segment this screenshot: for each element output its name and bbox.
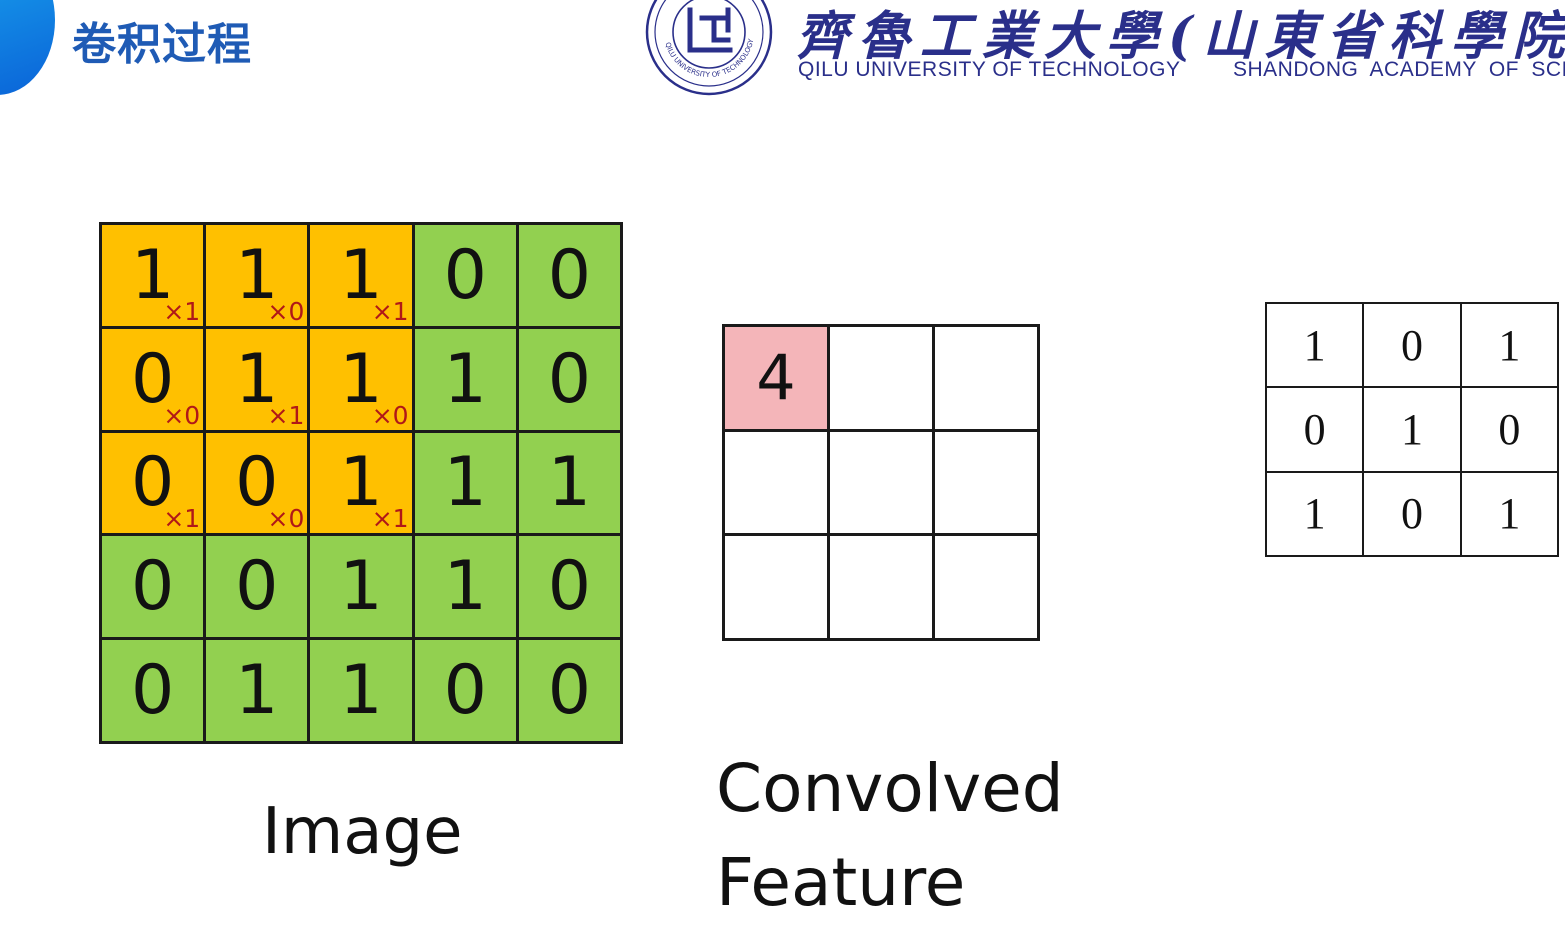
image-cell: 0	[414, 640, 516, 741]
image-cell: 0	[414, 225, 516, 326]
university-logo-icon: QILU UNIVERSITY OF TECHNOLOGY	[645, 0, 773, 96]
image-cell: 0×1	[102, 432, 204, 534]
image-cell-value: 1	[443, 547, 487, 627]
image-cell: 1×0	[310, 328, 412, 430]
convolved-feature-label: Convolved Feature	[716, 742, 1064, 930]
image-cell-value: 1	[339, 443, 383, 523]
kernel-cell: 0	[1267, 388, 1363, 471]
image-cell: 1×1	[206, 328, 308, 430]
kernel-weight-label: ×0	[267, 296, 305, 326]
feature-cell	[935, 431, 1037, 534]
image-cell: 0	[102, 536, 204, 638]
feature-cell	[725, 431, 827, 534]
image-cell: 0	[206, 536, 308, 638]
image-cell: 1×1	[102, 225, 204, 326]
slide-title: 卷积过程	[72, 19, 252, 70]
image-cell-value: 0	[443, 235, 487, 315]
image-cell: 1	[310, 536, 412, 638]
image-cell: 0	[518, 640, 620, 741]
feature-cell	[830, 536, 932, 638]
kernel-cell: 1	[1364, 388, 1460, 471]
image-cell: 0	[518, 328, 620, 430]
image-cell-value: 1	[130, 235, 175, 315]
image-cell-value: 1	[339, 339, 383, 419]
university-name-en: QILU UNIVERSITY OF TECHNOLOGY	[798, 58, 1181, 81]
kernel-cell: 1	[1267, 304, 1363, 387]
image-cell-value: 1	[547, 443, 592, 523]
kernel-weight-label: ×1	[163, 296, 201, 326]
image-cell: 0×0	[102, 328, 204, 430]
kernel-weight-label: ×1	[371, 296, 409, 326]
image-cell: 0	[102, 640, 204, 741]
kernel-weight-label: ×0	[163, 400, 201, 430]
image-cell-value: 1	[339, 651, 383, 731]
feature-cell	[935, 327, 1037, 429]
feature-cell	[830, 327, 932, 429]
kernel-cell: 1	[1461, 472, 1557, 555]
image-cell: 1	[310, 640, 412, 741]
image-cell-value: 0	[547, 651, 592, 731]
image-cell: 1×1	[310, 225, 412, 326]
kernel-cell: 0	[1364, 304, 1460, 387]
image-cell-value: 1	[235, 651, 279, 731]
image-cell: 0×0	[206, 432, 308, 534]
kernel-cell: 1	[1461, 304, 1557, 387]
convolved-feature-label-line1: Convolved	[716, 750, 1064, 827]
image-cell: 1×0	[206, 225, 308, 326]
feature-cell: 4	[725, 327, 827, 429]
kernel-cell: 0	[1364, 472, 1460, 555]
image-cell-value: 0	[235, 547, 279, 627]
kernel-weight-label: ×1	[267, 400, 305, 430]
image-cell-value: 0	[547, 339, 592, 419]
image-cell: 0	[518, 225, 620, 326]
image-cell: 1	[414, 328, 516, 430]
image-cell-value: 0	[547, 547, 592, 627]
image-cell-value: 0	[235, 443, 279, 523]
kernel-cell: 0	[1461, 388, 1557, 471]
image-cell-value: 1	[339, 235, 383, 315]
image-cell-value: 1	[339, 547, 383, 627]
image-cell: 1	[206, 640, 308, 741]
image-cell-value: 0	[130, 339, 175, 419]
image-cell-value: 0	[443, 651, 487, 731]
image-cell: 0	[518, 536, 620, 638]
academy-name-en: SHANDONG ACADEMY OF SCIEN	[1233, 58, 1565, 81]
image-cell-value: 0	[130, 443, 175, 523]
image-cell: 1×1	[310, 432, 412, 534]
kernel-weight-label: ×1	[371, 504, 409, 534]
image-cell: 1	[518, 432, 620, 534]
feature-cell	[725, 536, 827, 638]
image-cell: 1	[414, 536, 516, 638]
feature-cell	[935, 536, 1037, 638]
image-label: Image	[262, 795, 463, 869]
image-cell: 1	[414, 432, 516, 534]
kernel-weight-label: ×1	[163, 504, 201, 534]
corner-decoration	[0, 0, 55, 95]
kernel-weight-label: ×0	[371, 400, 409, 430]
university-name-cn: 齊魯工業大學(山東省科學院	[796, 6, 1565, 67]
image-cell-value: 1	[443, 339, 487, 419]
image-cell-value: 1	[235, 339, 279, 419]
image-cell-value: 0	[130, 547, 175, 627]
convolved-feature-grid: 4	[722, 324, 1040, 641]
convolved-feature-label-line2: Feature	[716, 844, 966, 921]
kernel-cell: 1	[1267, 472, 1363, 555]
image-cell-value: 1	[235, 235, 279, 315]
image-cell-value: 1	[443, 443, 487, 523]
image-cell-value: 0	[547, 235, 592, 315]
image-cell-value: 0	[130, 651, 175, 731]
kernel-weight-label: ×0	[267, 504, 305, 534]
feature-cell	[830, 431, 932, 534]
